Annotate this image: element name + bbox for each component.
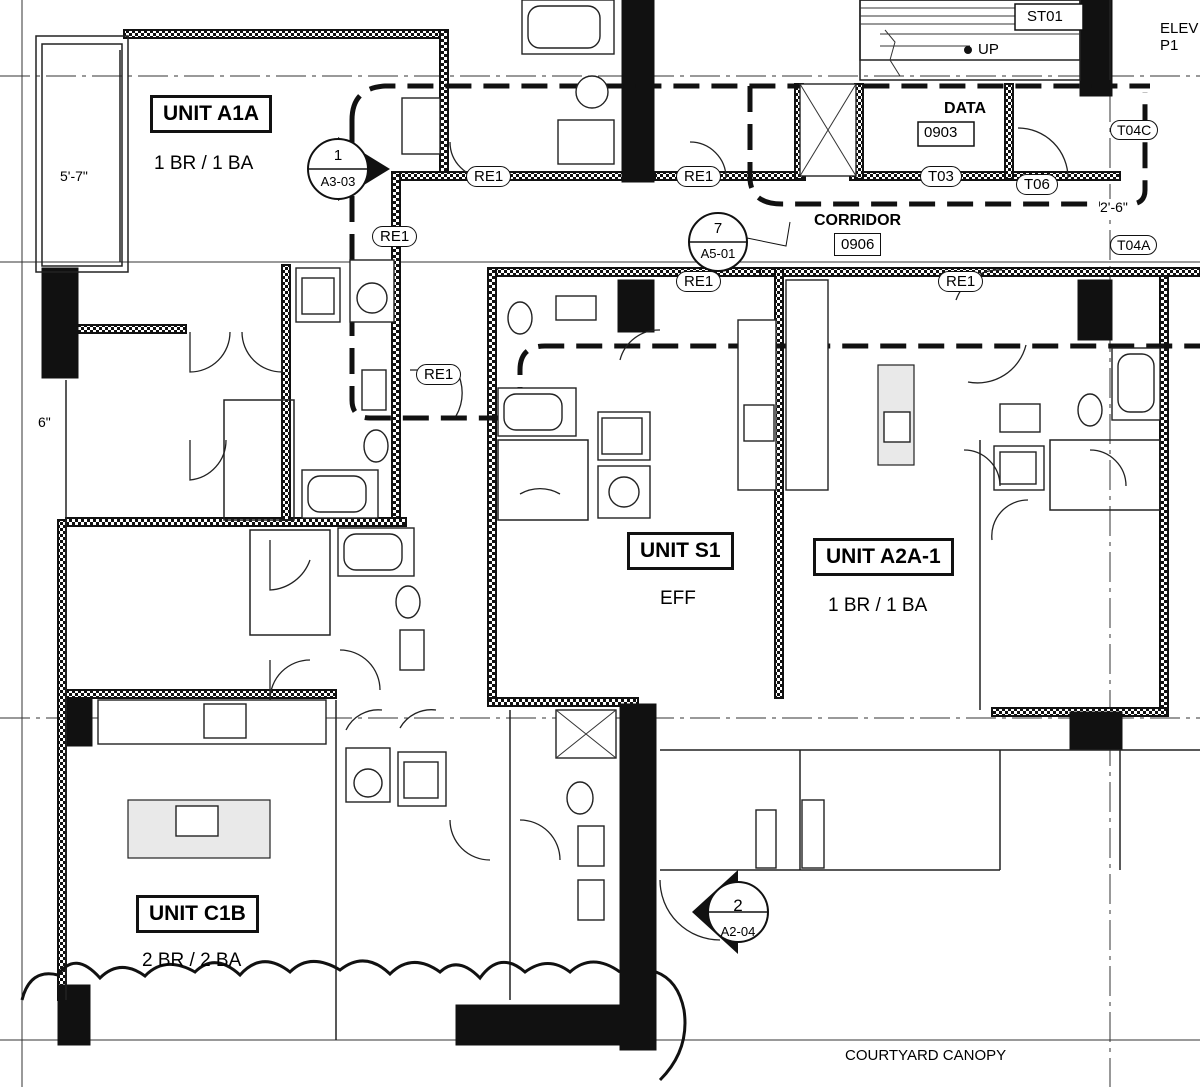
corridor-boundary [349,83,1200,421]
unit-c1b-label: UNIT C1B [136,895,259,933]
kitchen-fixtures [97,97,915,859]
unit-s1-type: EFF [660,588,696,609]
dimension-2-6: 2'-6" [1100,199,1128,215]
bath-fixtures [295,0,1161,921]
corridor-number: 0906 [834,233,882,256]
data-room-name: DATA [944,100,987,117]
columns [41,0,1123,1051]
unit-a1a-label: UNIT A1A [150,95,273,133]
up-label: UP [978,41,999,58]
section-mark-2-num: 2 [733,896,743,915]
data-room-number: 0903 [924,124,958,141]
unit-a2a1-type: 1 BR / 1 BA [828,595,928,616]
section-mark-1-num: 1 [333,147,343,164]
elevator-label: ELEV P1 [1160,20,1198,54]
detail-mark-7-sheet: A5-01 [700,246,736,261]
corridor-name: CORRIDOR [814,212,902,229]
tag-re1: RE1 [938,271,984,292]
dimension-6: 6" [38,414,51,430]
stair-tag: ST01 [1027,8,1063,25]
tag-t06: T06 [1016,174,1058,195]
unit-c1b-type: 2 BR / 2 BA [142,950,242,971]
detail-mark-7: 7 A5-01 [686,210,791,274]
detail-mark-7-num: 7 [713,220,723,237]
elevator-line2: P1 [1160,37,1179,54]
tag-re1: RE1 [372,226,418,247]
dimension-5-7: 5'-7" [60,168,88,184]
section-mark-1-sheet: A3-03 [320,174,356,189]
section-mark-2: 2 A2-04 [692,870,770,954]
courtyard-canopy-label: COURTYARD CANOPY [845,1047,1007,1064]
interior-lines [35,0,1200,1040]
tag-re1: RE1 [466,166,512,187]
tag-t04c: T04C [1110,120,1159,140]
tag-t04a: T04A [1110,235,1158,255]
revision-cloud [20,959,687,1082]
up-arrow-dot [964,46,972,54]
elevator-line1: ELEV [1160,20,1199,37]
tag-re1: RE1 [416,364,462,385]
tag-re1: RE1 [676,271,722,292]
unit-a2a1-label: UNIT A2A-1 [813,538,954,576]
section-mark-2-sheet: A2-04 [720,924,756,939]
tag-t03: T03 [920,166,962,187]
tags [917,3,1084,147]
unit-s1-label: UNIT S1 [627,532,734,570]
unit-a1a-type: 1 BR / 1 BA [154,153,254,174]
section-mark-1: 1 A3-03 [306,137,390,201]
tag-re1: RE1 [676,166,722,187]
